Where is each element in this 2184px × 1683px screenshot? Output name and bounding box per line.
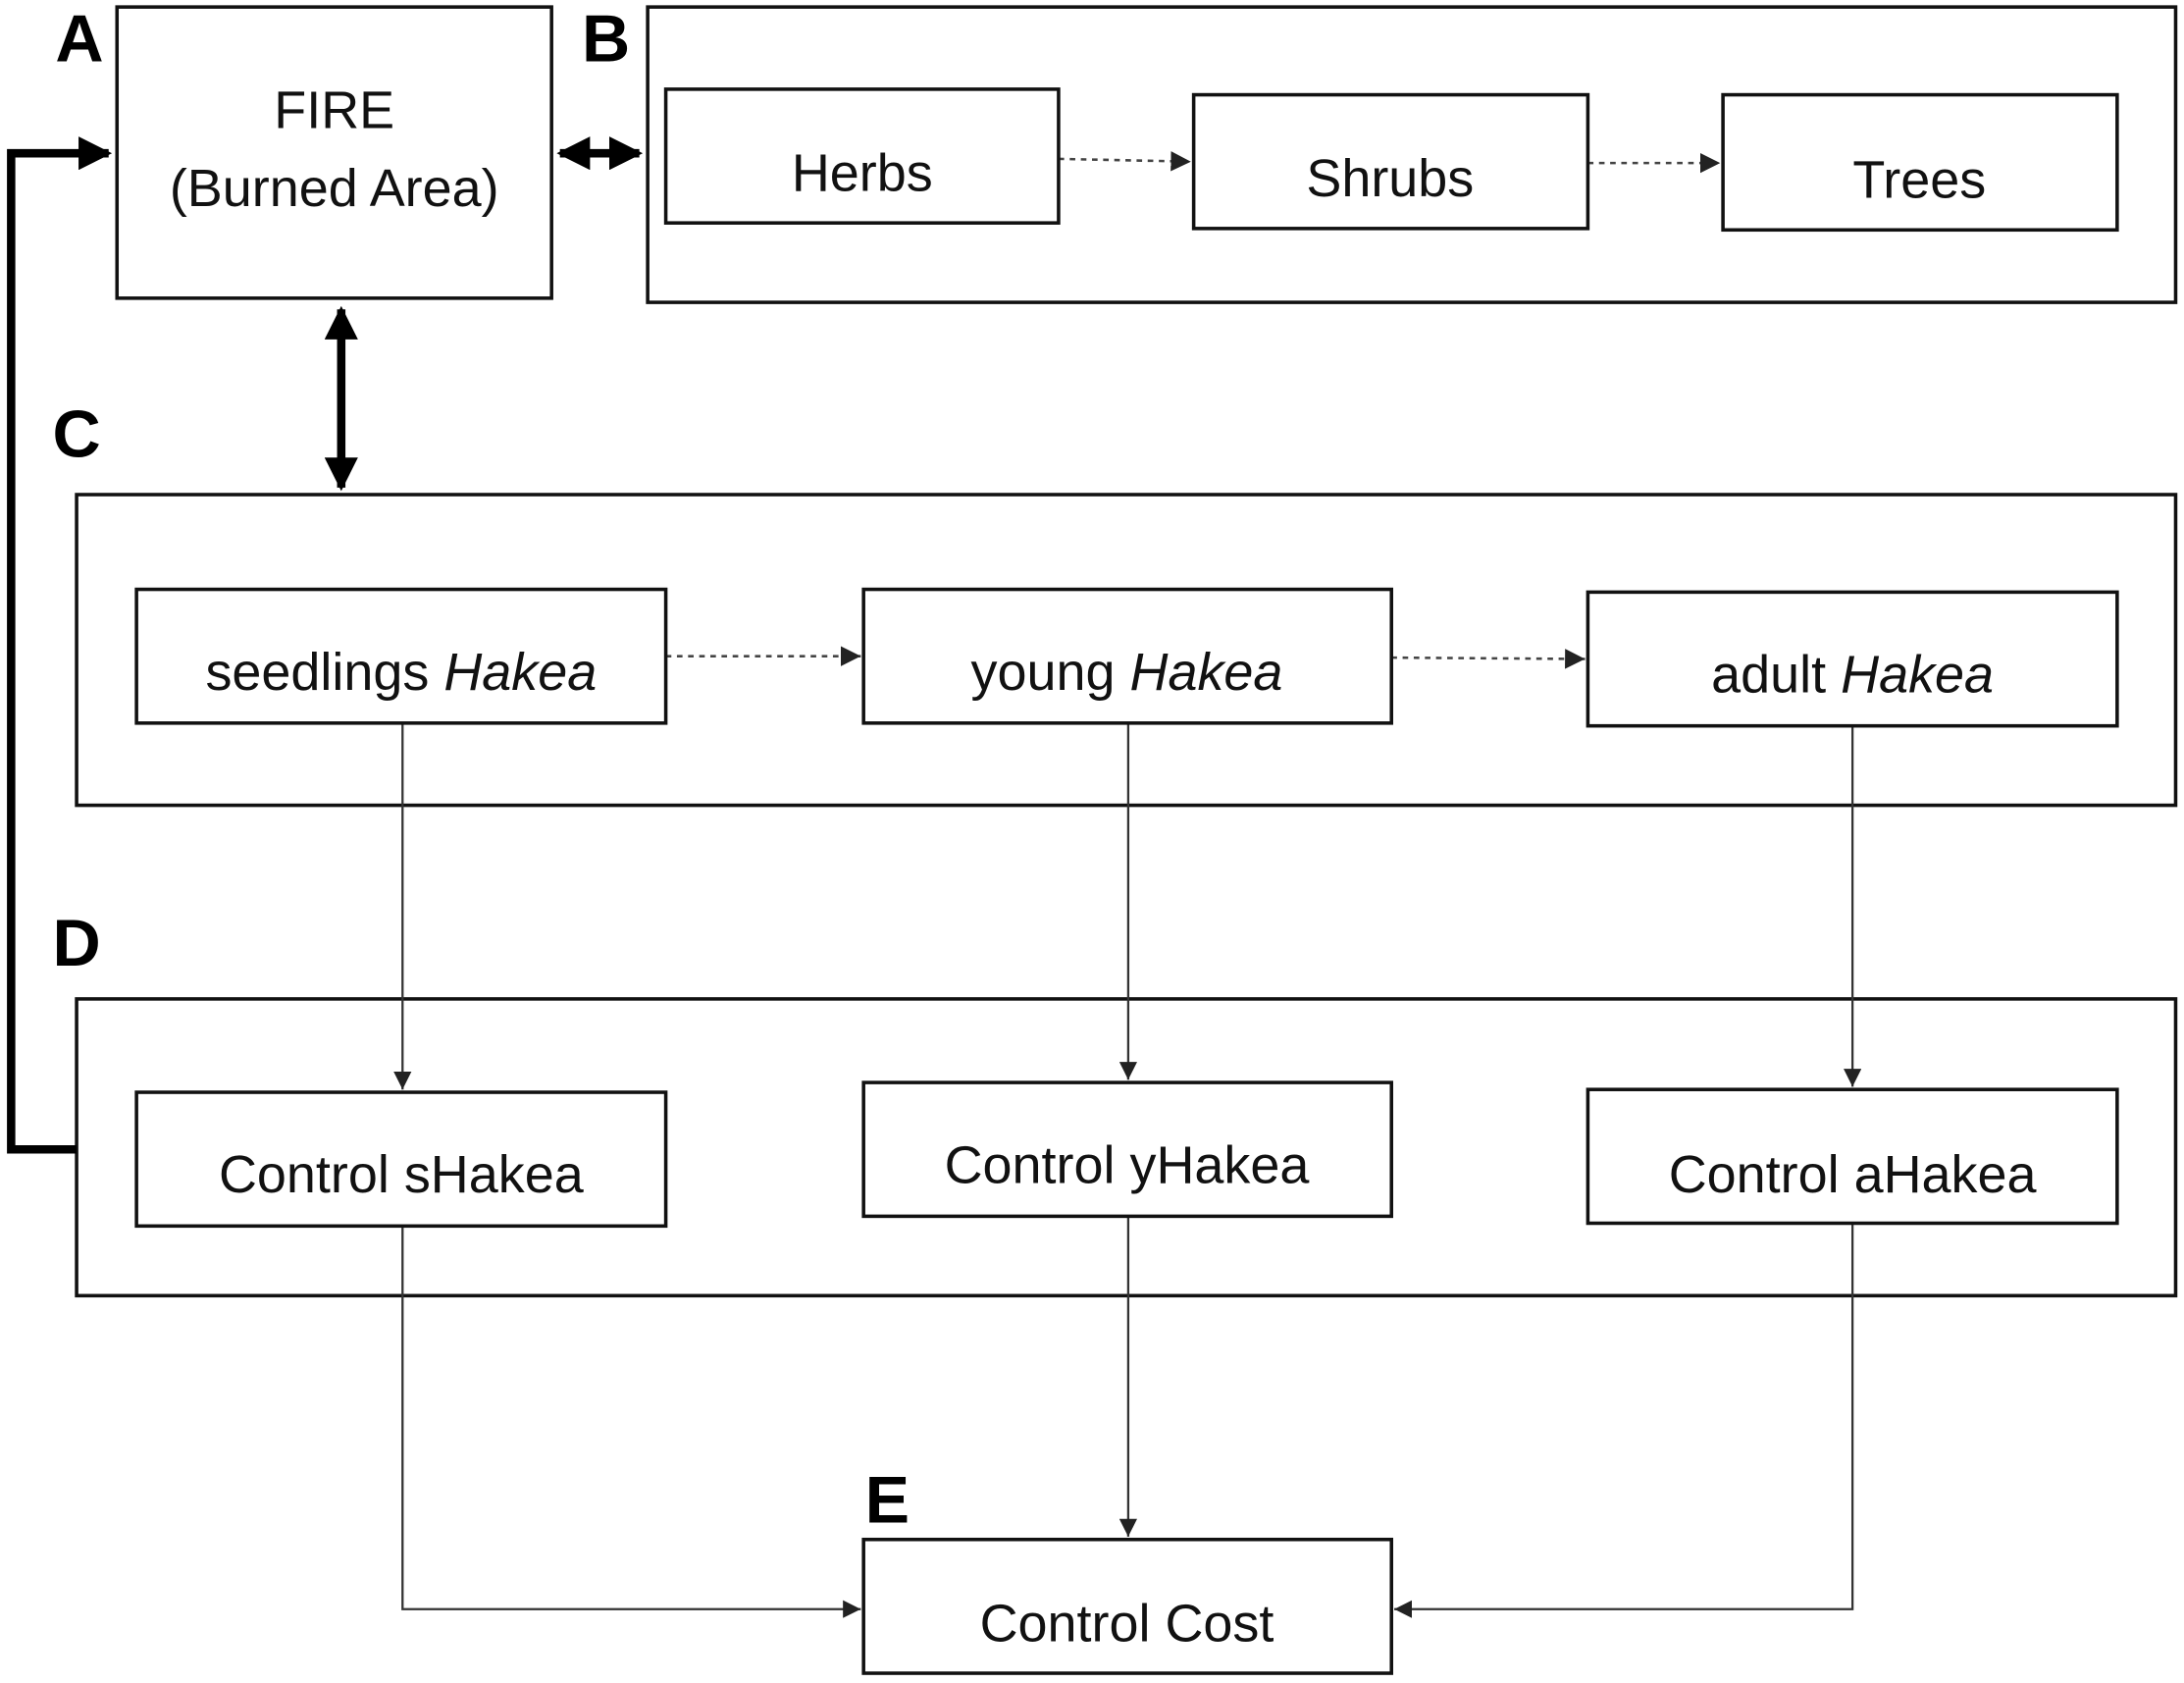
control-label: Control aHakea (1669, 1145, 2037, 1204)
panel-label-d: D (52, 906, 100, 980)
trees-label: Trees (1852, 151, 1986, 210)
young-to-adult-arrow (1391, 649, 1586, 669)
control-group-box (75, 997, 2178, 1298)
control-cost-node: Control Cost (861, 1537, 1393, 1675)
svg-text:adult Hakea: adult Hakea (1711, 646, 1994, 705)
herbs-to-shrubs-arrow (1058, 151, 1191, 172)
control-label: Control sHakea (219, 1145, 584, 1204)
genus-label: Hakea (1841, 646, 1994, 705)
trees-node: Trees (1721, 92, 2119, 233)
stage-label: young (971, 643, 1130, 702)
fire-title: FIRE (274, 81, 394, 140)
adult-hakea-node: adult Hakea (1586, 590, 2119, 728)
shrubs-label: Shrubs (1306, 149, 1474, 208)
control-ahakea-node: Control aHakea (1586, 1087, 2119, 1226)
stage-label: adult (1711, 646, 1841, 705)
feedback-arrow (7, 136, 113, 1154)
hakea-group-box (75, 493, 2178, 808)
vegetation-group-box (646, 5, 2178, 304)
panel-label-e: E (865, 1463, 910, 1538)
panel-label-b: B (582, 1, 630, 76)
control-yhakea-node: Control yHakea (861, 1080, 1393, 1219)
stage-label: seedlings (205, 643, 443, 702)
control-shakea-node: Control sHakea (134, 1090, 668, 1229)
svg-text:young Hakea: young Hakea (971, 643, 1283, 702)
shrubs-node: Shrubs (1191, 92, 1590, 231)
herbs-node: Herbs (663, 87, 1061, 225)
fire-node: FIRE (Burned Area) (115, 5, 553, 300)
panel-label-c: C (52, 397, 100, 472)
scontrol-to-cost-arrow (401, 1226, 861, 1618)
acontrol-to-cost-arrow (1394, 1223, 1854, 1618)
fire-subtitle: (Burned Area) (170, 159, 499, 218)
control-cost-label: Control Cost (980, 1594, 1274, 1653)
panel-label-a: A (55, 1, 103, 76)
seedlings-hakea-node: seedlings Hakea (134, 587, 668, 725)
herbs-label: Herbs (792, 144, 933, 203)
genus-label: Hakea (443, 643, 597, 702)
young-hakea-node: young Hakea (861, 587, 1393, 725)
genus-label: Hakea (1130, 643, 1283, 702)
control-label: Control yHakea (945, 1135, 1310, 1194)
svg-text:seedlings Hakea: seedlings Hakea (205, 643, 597, 702)
